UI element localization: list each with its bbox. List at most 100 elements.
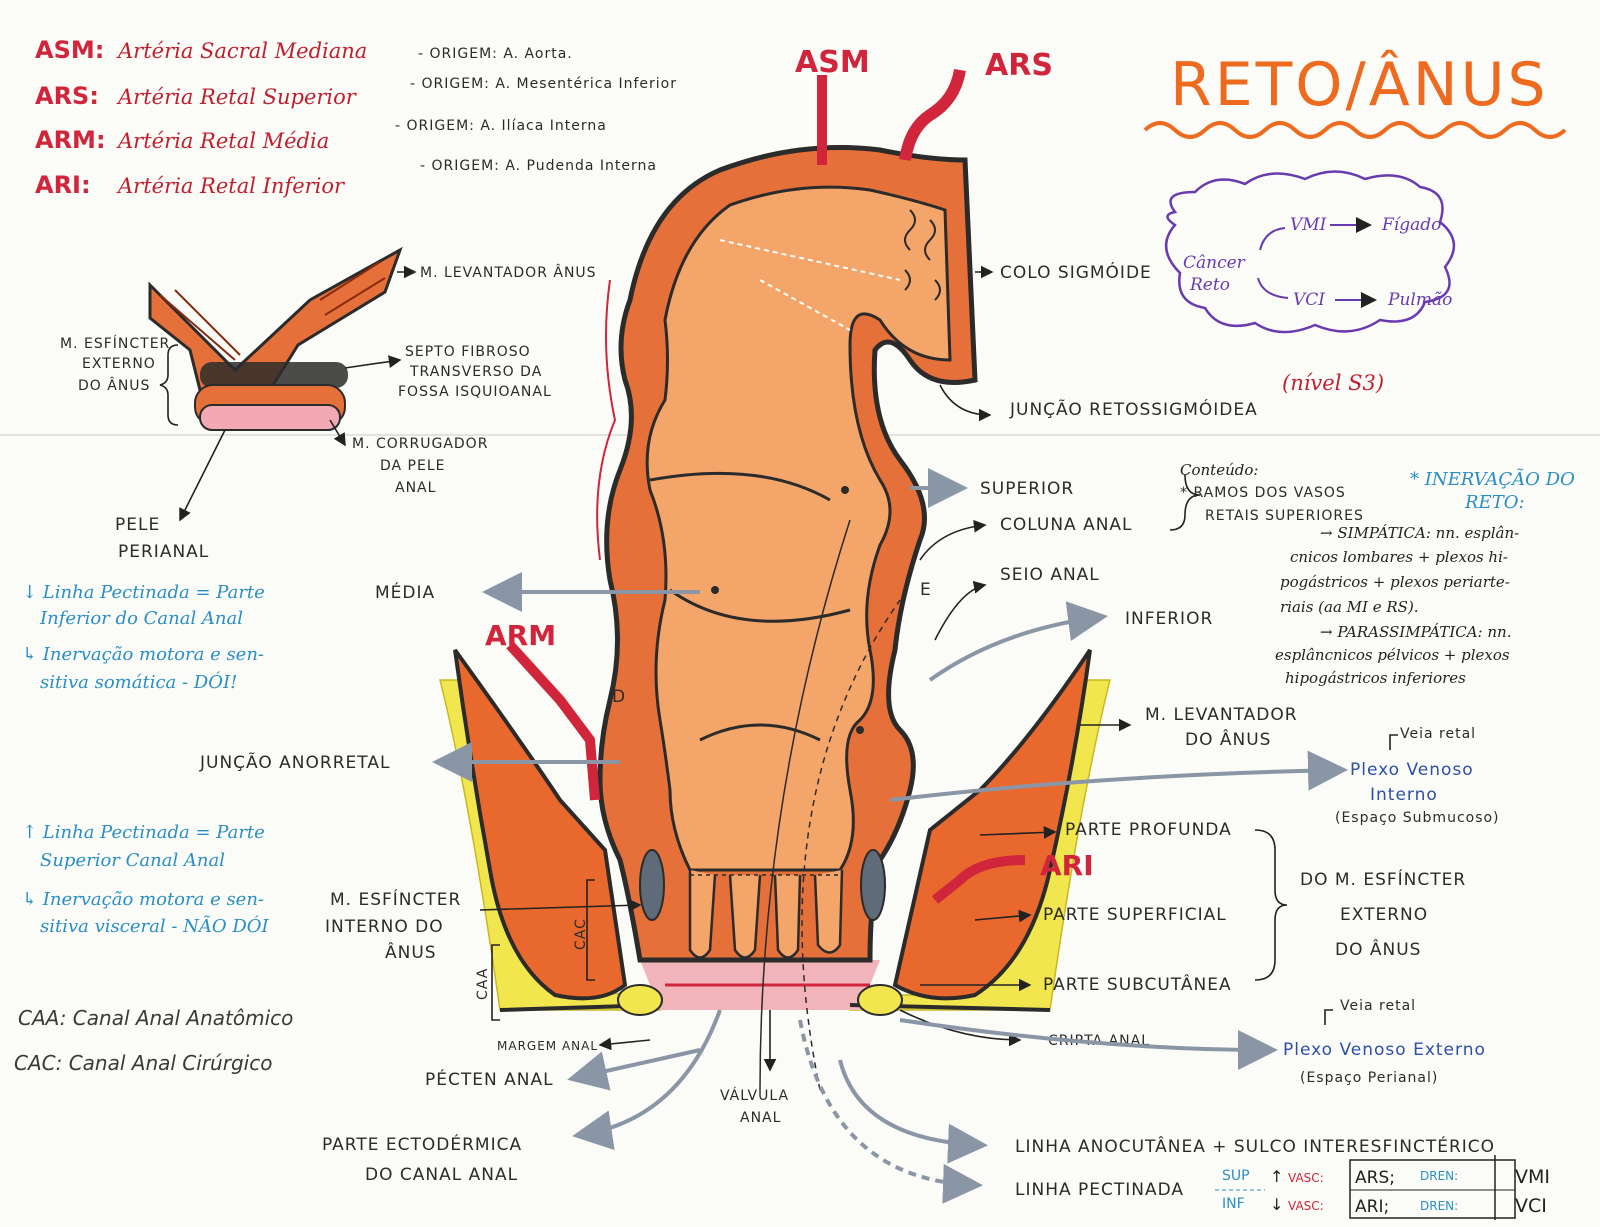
ext-sphincter-label-1: M. ESFÍNCTER <box>60 335 170 352</box>
left-internal-sphincter <box>640 850 664 920</box>
vci-label: VCI <box>1293 290 1325 310</box>
vci-cell: VCI <box>1515 1195 1547 1217</box>
levator-big-label-1: M. LEVANTADOR <box>1145 705 1298 725</box>
legend-name: Artéria Retal Inferior <box>116 174 346 198</box>
parte-superficial-label: PARTE SUPERFICIAL <box>1043 905 1227 925</box>
junction-label: JUNÇÃO RETOSSIGMÓIDEA <box>1009 398 1258 420</box>
septum-label-2: TRANSVERSO DA <box>409 364 542 380</box>
junction-level: (nível S3) <box>1282 371 1384 395</box>
media-fold-label: MÉDIA <box>375 581 435 603</box>
legend-origin: - ORIGEM: A. Ilíaca Interna <box>395 118 607 134</box>
legend-row-asm: ASM: Artéria Sacral Mediana - ORIGEM: A.… <box>35 36 573 64</box>
veia-retal-2: Veia retal <box>1340 998 1416 1014</box>
legend-row-arm: ARM: Artéria Retal Média - ORIGEM: A. Il… <box>35 118 607 154</box>
int-sphincter-label-3: ÂNUS <box>385 941 437 963</box>
arm-tag: ARM <box>485 619 556 652</box>
ectoderm-label-1: PARTE ECTODÉRMICA <box>322 1133 522 1155</box>
vmi-cell: VMI <box>1515 1166 1550 1188</box>
vmi-label: VMI <box>1290 215 1327 235</box>
legend-origin: - ORIGEM: A. Aorta. <box>418 46 573 62</box>
ext-sphincter-label-3: DO ÂNUS <box>78 376 150 394</box>
valvula-label-1: VÁLVULA <box>720 1087 789 1104</box>
above-note-3: ↳ Inervação motora e sen- <box>22 889 264 910</box>
legend-name: Artéria Sacral Mediana <box>116 39 367 63</box>
innervation-line-6: esplâncnicos pélvicos + plexos <box>1275 646 1510 664</box>
vasc-table: SUP INF ↑ ↓ VASC: VASC: ARS; ARI; DREN: … <box>1215 1155 1550 1220</box>
label-d: D <box>612 687 626 707</box>
ext-sphincter-label-2: EXTERNO <box>82 356 156 372</box>
legend-row-ars: ARS: Artéria Retal Superior - ORIGEM: A.… <box>35 76 677 110</box>
int-sphincter-label-2: INTERNO DO <box>325 917 444 937</box>
title-underline <box>1145 123 1565 137</box>
seio-anal-label: SEIO ANAL <box>1000 565 1100 585</box>
ectoderm-label-2: DO CANAL ANAL <box>365 1165 518 1185</box>
label-e: E <box>920 580 932 600</box>
pectinada-label: LINHA PECTINADA <box>1015 1180 1184 1200</box>
right-sphincter-complex <box>895 650 1090 998</box>
small-sphincter-diagram: M. ESFÍNCTER EXTERNO DO ÂNUS M. LEVANTAD… <box>60 250 597 562</box>
below-note-2: Inferior do Canal Anal <box>39 608 243 629</box>
dren-sup: DREN: <box>1420 1169 1458 1183</box>
legend-abbr: ARS: <box>35 82 99 110</box>
coluna-anal-label: COLUNA ANAL <box>1000 515 1133 535</box>
conteudo-item-1: * RAMOS DOS VASOS <box>1180 485 1346 501</box>
innervation-line-7: hipogástricos inferiores <box>1285 669 1466 687</box>
above-note-2: Superior Canal Anal <box>40 850 225 871</box>
vasc-label-sup: VASC: <box>1288 1171 1324 1185</box>
plexo-interno-space: (Espaço Submucoso) <box>1335 810 1500 826</box>
below-note-3: ↳ Inervação motora e sen- <box>22 644 264 665</box>
below-note-1: ↓ Linha Pectinada = Parte <box>22 582 265 603</box>
conteudo-label: Conteúdo: <box>1180 461 1258 479</box>
ari-tag: ARI <box>1040 849 1094 882</box>
parte-profunda-label: PARTE PROFUNDA <box>1065 820 1232 840</box>
ars-cell: ARS; <box>1355 1168 1395 1188</box>
plexo-externo-space: (Espaço Perianal) <box>1300 1070 1438 1086</box>
cac-abbr: CAC: Canal Anal Cirúrgico <box>14 1051 272 1075</box>
ari-cell: ARI; <box>1355 1197 1389 1217</box>
innervation-line-3: pogástricos + plexos periarte- <box>1280 573 1510 591</box>
septum-label-3: FOSSA ISQUIOANAL <box>398 384 552 400</box>
septum-label-1: SEPTO FIBROSO <box>405 344 531 360</box>
plexo-interno-2: Interno <box>1370 785 1438 805</box>
levator-small-label: M. LEVANTADOR ÂNUS <box>420 263 597 281</box>
asm-tag: ASM <box>795 45 870 80</box>
sup-label: SUP <box>1222 1168 1250 1184</box>
legend-abbr: ASM: <box>35 36 104 64</box>
innervation-title-1: * INERVAÇÃO DO <box>1410 468 1575 490</box>
do-m-esf-label-1: DO M. ESFÍNCTER <box>1300 868 1466 890</box>
legend-abbr: ARI: <box>35 171 91 199</box>
ars-tag: ARS <box>985 48 1053 83</box>
plexo-externo: Plexo Venoso Externo <box>1283 1040 1486 1060</box>
do-m-esf-label-2: EXTERNO <box>1340 905 1428 925</box>
cancer-label-1: Câncer <box>1183 253 1246 273</box>
dren-inf: DREN: <box>1420 1199 1458 1213</box>
levator-big-label-2: DO ÂNUS <box>1185 728 1271 750</box>
legend-origin: - ORIGEM: A. Pudenda Interna <box>420 158 657 174</box>
right-internal-sphincter <box>861 850 885 920</box>
vasc-label-inf: VASC: <box>1288 1199 1324 1213</box>
legend-origin: - ORIGEM: A. Mesentérica Inferior <box>410 76 677 92</box>
above-note-4: sitiva visceral - NÃO DÓI <box>40 914 270 937</box>
innervation-line-2: cnicos lombares + plexos hi- <box>1290 548 1508 566</box>
conteudo-item-2: RETAIS SUPERIORES <box>1205 508 1364 524</box>
page-title: RETO/ÂNUS <box>1170 49 1549 120</box>
ars-artery <box>905 70 960 160</box>
margem-label: MARGEM ANAL <box>497 1039 598 1053</box>
canal-abbreviations: CAA: Canal Anal Anatômico CAC: Canal Ana… <box>14 1006 293 1075</box>
caa-tag: CAA <box>475 968 491 1000</box>
innervation-line-4: riais (aa MI e RS). <box>1280 598 1419 616</box>
corrugator-label-2: DA PELE <box>380 458 446 474</box>
valvula-label-2: ANAL <box>740 1110 781 1126</box>
innervation-line-5: → PARASSIMPÁTICA: nn. <box>1320 623 1511 641</box>
do-m-esf-label-3: DO ÂNUS <box>1335 938 1421 960</box>
legend-abbr: ARM: <box>35 126 106 154</box>
cancer-metastasis-box: Câncer Reto VMI Fígado VCI Pulmão <box>1166 172 1454 333</box>
int-sphincter-label-1: M. ESFÍNCTER <box>330 888 461 910</box>
innervation-line-1: → SIMPÁTICA: nn. esplân- <box>1320 524 1519 542</box>
caa-abbr: CAA: Canal Anal Anatômico <box>18 1006 293 1030</box>
veia-retal-1: Veia retal <box>1400 726 1476 742</box>
below-note-4: sitiva somática - DÓI! <box>40 670 237 693</box>
parte-subcutanea-label: PARTE SUBCUTÂNEA <box>1043 973 1232 995</box>
